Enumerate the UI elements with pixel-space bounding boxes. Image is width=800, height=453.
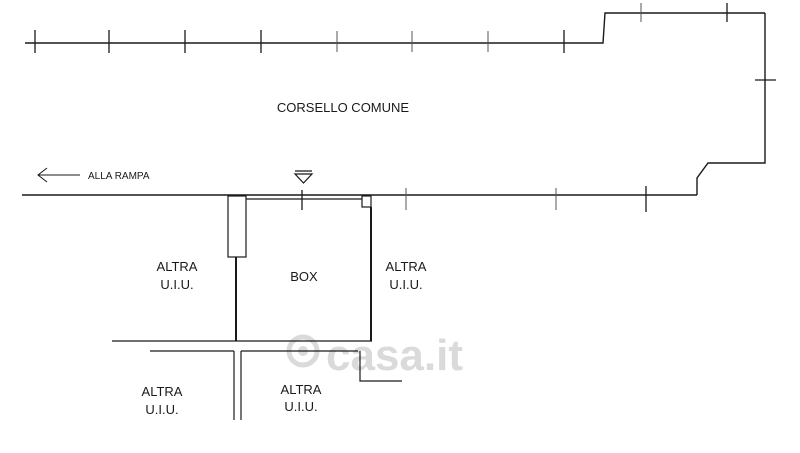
unit-abbr: U.I.U. — [160, 277, 193, 292]
unit-label-bottom-left: ALTRA U.I.U. — [142, 384, 183, 417]
unit-word: ALTRA — [142, 384, 183, 399]
corridor-right-wall — [696, 13, 776, 195]
box-room — [227, 195, 372, 341]
corridor-label: CORSELLO COMUNE — [277, 100, 410, 115]
unit-label-left: ALTRA U.I.U. — [157, 259, 198, 292]
level-marker-icon — [293, 170, 314, 184]
unit-abbr: U.I.U. — [389, 277, 422, 292]
watermark-text: casa.it — [326, 331, 463, 380]
corridor-top-wall — [25, 3, 765, 53]
unit-word: ALTRA — [157, 259, 198, 274]
box-left-pillar — [227, 195, 247, 258]
arrow-left-icon — [37, 167, 80, 183]
unit-abbr: U.I.U. — [284, 399, 317, 414]
watermark: casa.it — [286, 331, 463, 380]
corridor-bottom-wall — [22, 186, 697, 212]
unit-abbr: U.I.U. — [145, 402, 178, 417]
partition-walls — [112, 340, 402, 420]
unit-word: ALTRA — [386, 259, 427, 274]
box-label: BOX — [290, 269, 318, 284]
unit-label-bottom-center: ALTRA U.I.U. — [281, 382, 322, 414]
ramp-label: ALLA RAMPA — [88, 171, 150, 182]
unit-label-right: ALTRA U.I.U. — [386, 259, 427, 292]
unit-word: ALTRA — [281, 382, 322, 397]
box-right-pillar — [361, 195, 372, 208]
